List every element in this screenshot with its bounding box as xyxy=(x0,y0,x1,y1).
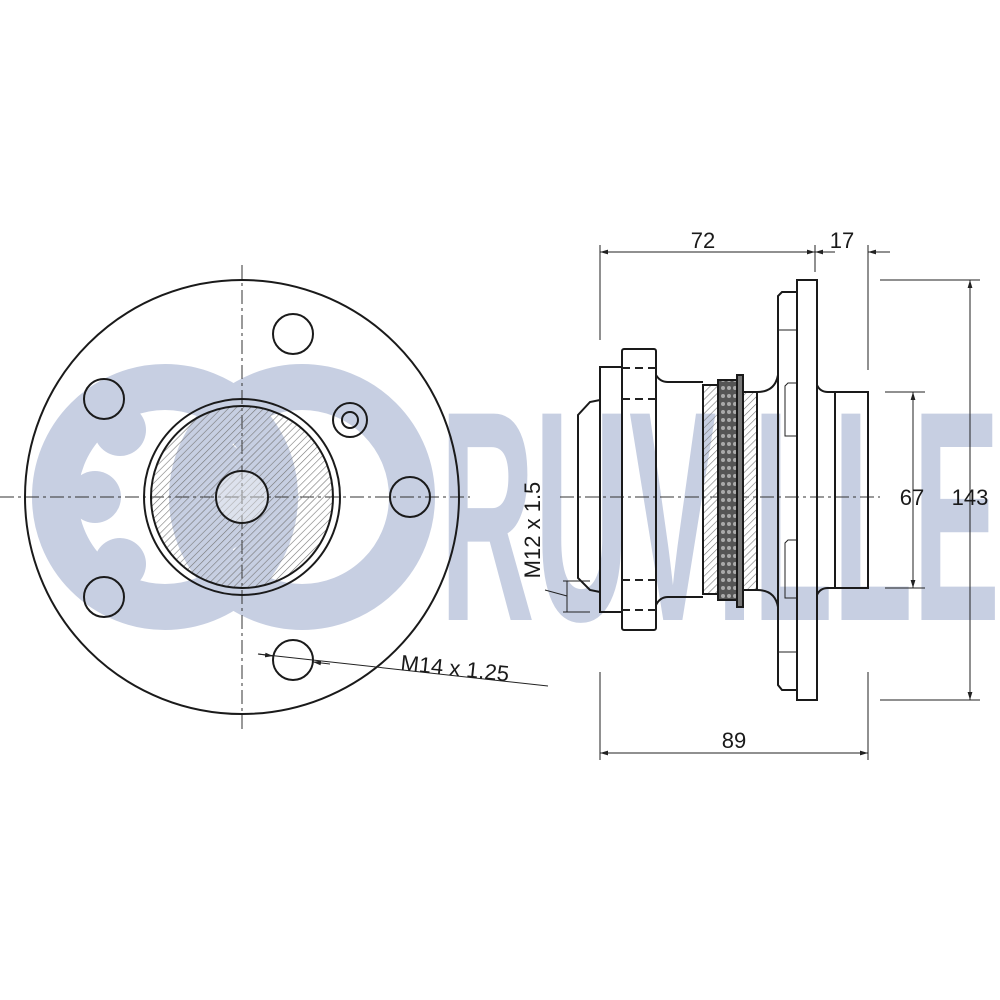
hub-hatched-face xyxy=(150,405,334,589)
dim-72-label: 72 xyxy=(691,228,715,253)
bearing-seal xyxy=(717,379,738,601)
bearing-race-outer xyxy=(742,391,758,591)
hub-outer-circle xyxy=(143,398,341,596)
pilot xyxy=(816,384,869,596)
inner-nose xyxy=(577,399,601,593)
bolt-hole xyxy=(272,639,314,681)
knuckle-flange xyxy=(621,348,657,631)
dim-89-label: 89 xyxy=(722,728,746,753)
bolt-hole xyxy=(83,576,125,618)
flange-outline xyxy=(24,279,460,715)
m14-leader-line xyxy=(257,653,549,687)
bearing-race-inner xyxy=(702,384,719,595)
dim-143-label: 143 xyxy=(952,485,989,510)
front-view: M14 x 1.25 xyxy=(0,265,549,732)
bolt-hole xyxy=(389,476,431,518)
inner-thread-label: M12 x 1.5 xyxy=(520,482,545,579)
dim-17-label: 17 xyxy=(830,228,854,253)
bolt-hole xyxy=(83,378,125,420)
dim-67-label: 67 xyxy=(900,485,924,510)
center-bore xyxy=(215,470,269,524)
hub-body xyxy=(655,374,703,606)
wheel-flange xyxy=(796,279,818,701)
side-view: 72 17 89 67 143 M12 x 1.5 xyxy=(520,228,988,760)
sensor-hole-inner xyxy=(341,411,359,429)
sensor-hole-outer xyxy=(332,402,368,438)
flange-step xyxy=(777,291,797,691)
bolt-hole xyxy=(272,313,314,355)
